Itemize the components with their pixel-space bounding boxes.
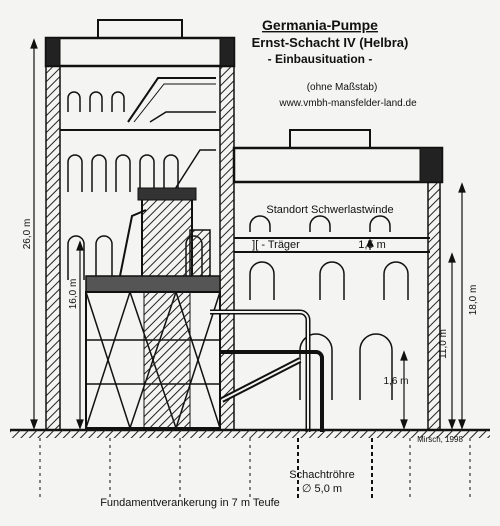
beam-height-label: 11,0 m — [438, 329, 449, 359]
beam-label: ][ - Träger — [252, 239, 300, 251]
germania-pump — [85, 187, 324, 432]
heavy-winch-label: Standort Schwerlastwinde — [266, 204, 393, 216]
diagram-title: Germania-Pumpe — [262, 17, 378, 33]
hall-height-label: 18,0 m — [468, 285, 479, 316]
pipe-height-label: 1,6 m — [383, 376, 408, 387]
situation-label: - Einbausituation - — [268, 52, 373, 66]
diagram-subtitle: Ernst-Schacht IV (Helbra) — [252, 35, 409, 50]
ground-and-shaft — [10, 428, 490, 500]
author-label: Mirsch, 1998 — [417, 435, 463, 444]
engine-house — [44, 19, 236, 431]
website-label: www.vmbh-mansfelder-land.de — [278, 98, 417, 109]
beam-span-label: 1,5 m — [358, 239, 386, 251]
total-height-label: 26,0 m — [22, 219, 33, 250]
pump-height-label: 16,0 m — [68, 279, 79, 310]
foundation-label: Fundamentverankerung in 7 m Teufe — [100, 497, 280, 509]
hall-building — [232, 129, 444, 431]
shaft-tube-label: Schachtröhre — [289, 469, 354, 481]
shaft-diameter-label: ∅ 5,0 m — [302, 483, 342, 495]
scale-note: (ohne Maßstab) — [307, 82, 378, 93]
dimension-lines — [30, 38, 466, 430]
